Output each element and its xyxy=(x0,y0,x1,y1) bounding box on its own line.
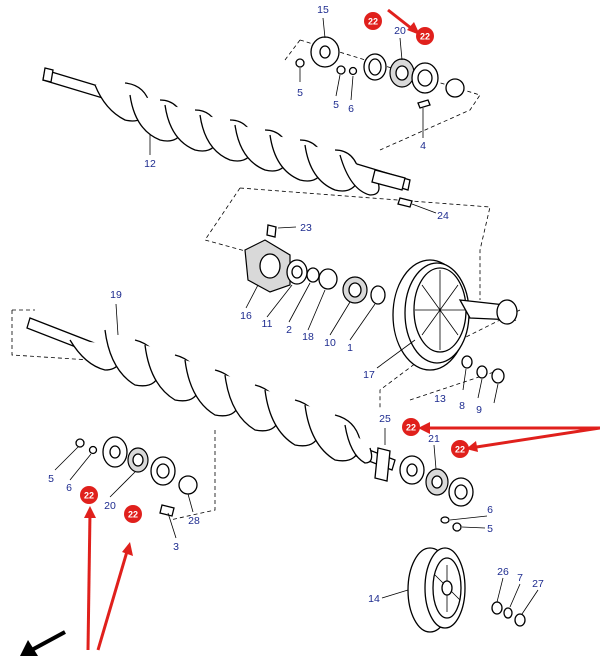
bolt-4 xyxy=(417,99,431,109)
label-5-top-left: 5 xyxy=(297,87,303,99)
badge-22-right-lower: 22 xyxy=(451,440,469,458)
label-27: 27 xyxy=(532,578,544,590)
badge-22-top-left: 22 xyxy=(364,12,382,30)
label-20-bottom: 20 xyxy=(104,500,116,512)
label-5-right: 5 xyxy=(487,523,493,535)
washer-6c xyxy=(88,445,98,455)
badge-22-left-b: 22 xyxy=(124,505,142,523)
washer-18 xyxy=(318,268,338,290)
direction-arrow-shaft xyxy=(27,630,66,654)
nut-5b xyxy=(336,65,346,75)
sprocket-top xyxy=(445,78,465,98)
svg-text:22: 22 xyxy=(455,445,465,455)
washer-6b xyxy=(440,516,450,524)
badge-22-right-upper: 22 xyxy=(402,418,420,436)
nut-5c xyxy=(452,522,462,532)
nut-9 xyxy=(491,368,505,384)
label-6-left: 6 xyxy=(66,482,72,494)
circlip-1 xyxy=(370,285,386,305)
label-10: 10 xyxy=(324,337,336,349)
label-21: 21 xyxy=(428,433,440,445)
svg-text:22: 22 xyxy=(368,17,378,27)
upper-bearing-group xyxy=(295,36,465,109)
label-14: 14 xyxy=(368,593,380,605)
upper-dashed-frame xyxy=(284,39,481,151)
label-17: 17 xyxy=(363,369,375,381)
label-1: 1 xyxy=(347,342,353,354)
bolt-3 xyxy=(159,504,175,517)
small-wheel-14 xyxy=(407,547,466,633)
middle-dashed-frame xyxy=(204,187,491,300)
label-5-top-mid: 5 xyxy=(333,99,339,111)
red-arrows xyxy=(20,8,600,656)
arrow-bottom-left-a xyxy=(86,511,92,651)
label-28: 28 xyxy=(188,515,200,527)
label-12: 12 xyxy=(144,158,156,170)
lower-left-bearing-group xyxy=(75,436,198,517)
label-23: 23 xyxy=(300,222,312,234)
label-8: 8 xyxy=(459,400,465,412)
leader-lines xyxy=(54,17,539,615)
washer-26 xyxy=(491,601,503,615)
washer-7 xyxy=(503,607,513,619)
arrow-bottom-left-b xyxy=(96,547,130,651)
label-6-right: 6 xyxy=(487,504,493,516)
badges: 22 22 22 22 22 22 xyxy=(80,12,469,523)
lower-auger xyxy=(26,317,396,482)
badge-22-top-right: 22 xyxy=(416,27,434,45)
bolt-23 xyxy=(266,224,277,238)
label-4: 4 xyxy=(420,140,426,152)
label-25: 25 xyxy=(379,413,391,425)
label-26: 26 xyxy=(497,566,509,578)
label-19: 19 xyxy=(110,289,122,301)
sprocket-28 xyxy=(178,475,198,495)
nut-27 xyxy=(514,613,526,627)
large-wheel-17 xyxy=(392,259,518,371)
lower-left-dashed-frame xyxy=(11,309,216,521)
svg-text:22: 22 xyxy=(406,423,416,433)
label-9: 9 xyxy=(476,404,482,416)
arrow-right-lower xyxy=(469,426,600,450)
middle-bearing-group xyxy=(244,224,386,305)
label-24: 24 xyxy=(437,210,449,222)
washer-13 xyxy=(461,355,473,369)
label-20-top: 20 xyxy=(394,25,406,37)
label-2: 2 xyxy=(286,324,292,336)
nut-5d xyxy=(75,438,85,448)
svg-text:22: 22 xyxy=(84,491,94,501)
label-7: 7 xyxy=(517,572,523,584)
svg-text:22: 22 xyxy=(128,510,138,520)
label-3: 3 xyxy=(173,541,179,553)
nut-5a xyxy=(295,58,305,68)
washer-8 xyxy=(476,365,488,379)
label-5-left: 5 xyxy=(48,473,54,485)
key-24 xyxy=(397,197,413,208)
label-18: 18 xyxy=(302,331,314,343)
label-16: 16 xyxy=(240,310,252,322)
direction-arrow-head xyxy=(20,640,38,656)
part-labels: 15 20 5 5 6 4 12 24 23 16 11 2 18 10 1 1… xyxy=(48,4,544,605)
label-6-top: 6 xyxy=(348,103,354,115)
label-11: 11 xyxy=(262,318,273,330)
washer-6a xyxy=(348,66,358,76)
svg-text:22: 22 xyxy=(420,32,430,42)
label-13: 13 xyxy=(434,393,446,405)
circlip-2 xyxy=(306,267,320,283)
key-25 xyxy=(374,447,391,482)
badge-22-left-a: 22 xyxy=(80,486,98,504)
label-15: 15 xyxy=(317,4,329,16)
upper-auger xyxy=(42,67,411,196)
lower-right-bearing-group xyxy=(399,455,474,532)
